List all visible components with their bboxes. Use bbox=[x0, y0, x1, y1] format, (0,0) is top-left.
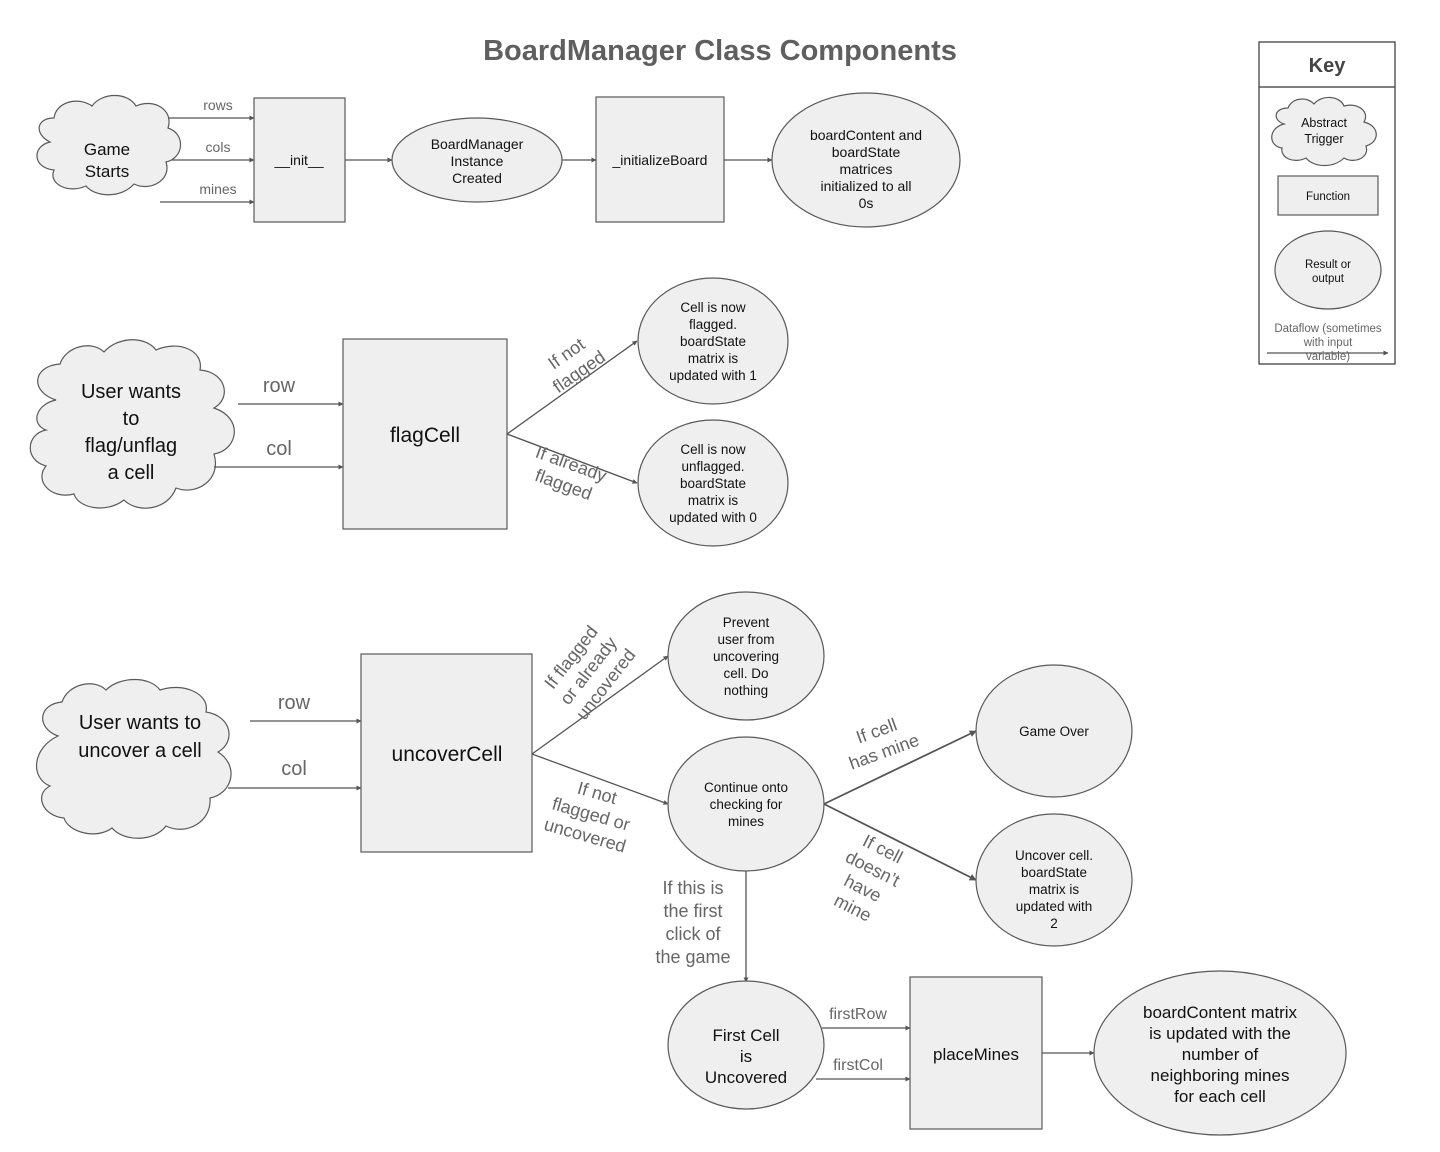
box-uncover-cell-label: uncoverCell bbox=[392, 743, 503, 766]
diagram-title: BoardManager Class Components bbox=[483, 35, 957, 67]
key-cloud-icon bbox=[1271, 96, 1377, 167]
cloud-flag-trigger bbox=[29, 339, 235, 509]
edge-continue-to-uncover bbox=[823, 803, 977, 881]
box-init-label: __init__ bbox=[273, 152, 323, 168]
label-if-flagged-or-uncovered: If flaggedor alreadyuncovered bbox=[537, 618, 639, 724]
ellipse-matrices bbox=[771, 92, 961, 228]
label-mines: mines bbox=[199, 181, 236, 197]
ellipse-first-cell bbox=[667, 980, 825, 1110]
label-uncover-row: row bbox=[278, 692, 311, 714]
box-initialize-board-label: _initializeBoard bbox=[612, 152, 708, 168]
label-rows: rows bbox=[203, 97, 233, 113]
key-title: Key bbox=[1309, 55, 1347, 77]
edge-continue-to-game-over bbox=[823, 730, 977, 805]
key-result-ellipse bbox=[1274, 230, 1382, 310]
label-uncover-col: col bbox=[281, 758, 307, 780]
ellipse-cell-flagged bbox=[637, 277, 789, 405]
box-uncover-cell bbox=[360, 653, 533, 853]
edge-flag-to-unflagged bbox=[506, 433, 638, 484]
label-first-row: firstRow bbox=[829, 1006, 887, 1023]
label-flag-col: col bbox=[266, 438, 292, 460]
box-flag-cell-label: flagCell bbox=[390, 424, 460, 447]
key-function-label: Function bbox=[1306, 191, 1350, 203]
ellipse-game-over-label: Game Over bbox=[1019, 724, 1089, 739]
box-initialize-board bbox=[595, 96, 725, 223]
edge-uncover-to-prevent bbox=[531, 655, 669, 755]
ellipse-game-over bbox=[975, 664, 1133, 798]
label-if-already-flagged: If alreadyflagged bbox=[525, 442, 609, 507]
edge-flag-to-flagged bbox=[506, 340, 638, 435]
label-if-not-flagged: If notflagged bbox=[536, 329, 608, 397]
ellipse-uncover-result bbox=[975, 813, 1133, 947]
edge-uncover-to-continue bbox=[531, 753, 669, 805]
label-if-not-flagged-or-uncovered: If notflagged oruncovered bbox=[542, 772, 640, 857]
label-cols: cols bbox=[206, 139, 231, 155]
cloud-uncover-trigger bbox=[35, 679, 232, 839]
ellipse-prevent-user bbox=[667, 591, 825, 721]
box-place-mines-label: placeMines bbox=[933, 1045, 1019, 1064]
cloud-game-starts bbox=[36, 94, 182, 196]
key-function-box bbox=[1277, 175, 1379, 216]
label-flag-row: row bbox=[263, 375, 296, 397]
ellipse-cell-unflagged bbox=[637, 419, 789, 547]
box-flag-cell bbox=[342, 338, 508, 530]
ellipse-board-content bbox=[1093, 970, 1347, 1136]
label-first-col: firstCol bbox=[833, 1057, 883, 1074]
